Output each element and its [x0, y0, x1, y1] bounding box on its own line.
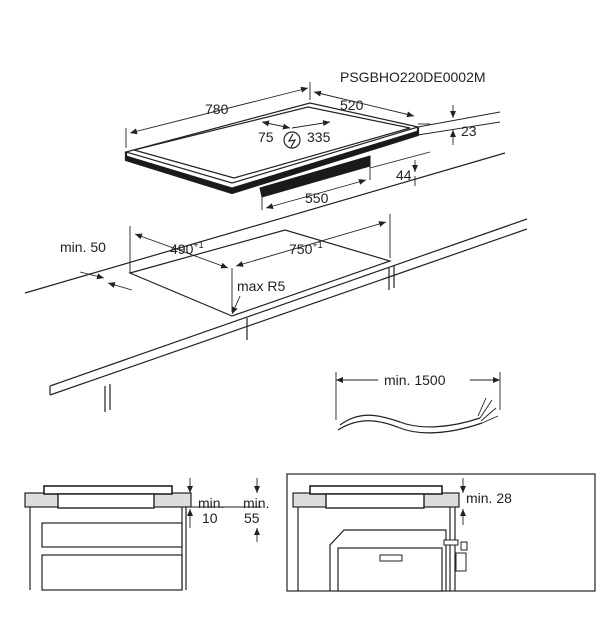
hob-drawing [123, 102, 421, 210]
side-view-right [286, 473, 596, 592]
model-code: PSGBHO220DE0002M [340, 69, 486, 85]
side-view-left [24, 478, 262, 591]
bottom-height-label: 44 [396, 167, 412, 183]
worktop-drawing [24, 152, 528, 412]
cutout-dimensions [79, 214, 391, 315]
bottom-width-label: 550 [305, 190, 329, 206]
socket-dim-label: 335 [307, 129, 331, 145]
clearance-b-value: 55 [244, 510, 260, 526]
hob-depth-label: 520 [340, 97, 364, 113]
hob-width-label: 780 [205, 101, 229, 117]
corner-radius-label: max R5 [237, 278, 285, 294]
clearance-a-label: min. [198, 495, 224, 511]
clearance-a-value: 10 [202, 510, 218, 526]
hob-dimensions [125, 82, 501, 210]
clearance-b-label: min. [243, 495, 269, 511]
cutout-width-label: 750+1 [289, 240, 323, 257]
cable-drawing [335, 372, 501, 434]
hob-thickness-label: 23 [461, 123, 477, 139]
cutout-depth-label: 490+1 [170, 240, 204, 257]
cable-length-label: min. 1500 [384, 372, 446, 388]
wall-clearance-label: min. 50 [60, 239, 106, 255]
front-dim-label: 75 [258, 129, 274, 145]
clearance-right-label: min. 28 [466, 490, 512, 506]
